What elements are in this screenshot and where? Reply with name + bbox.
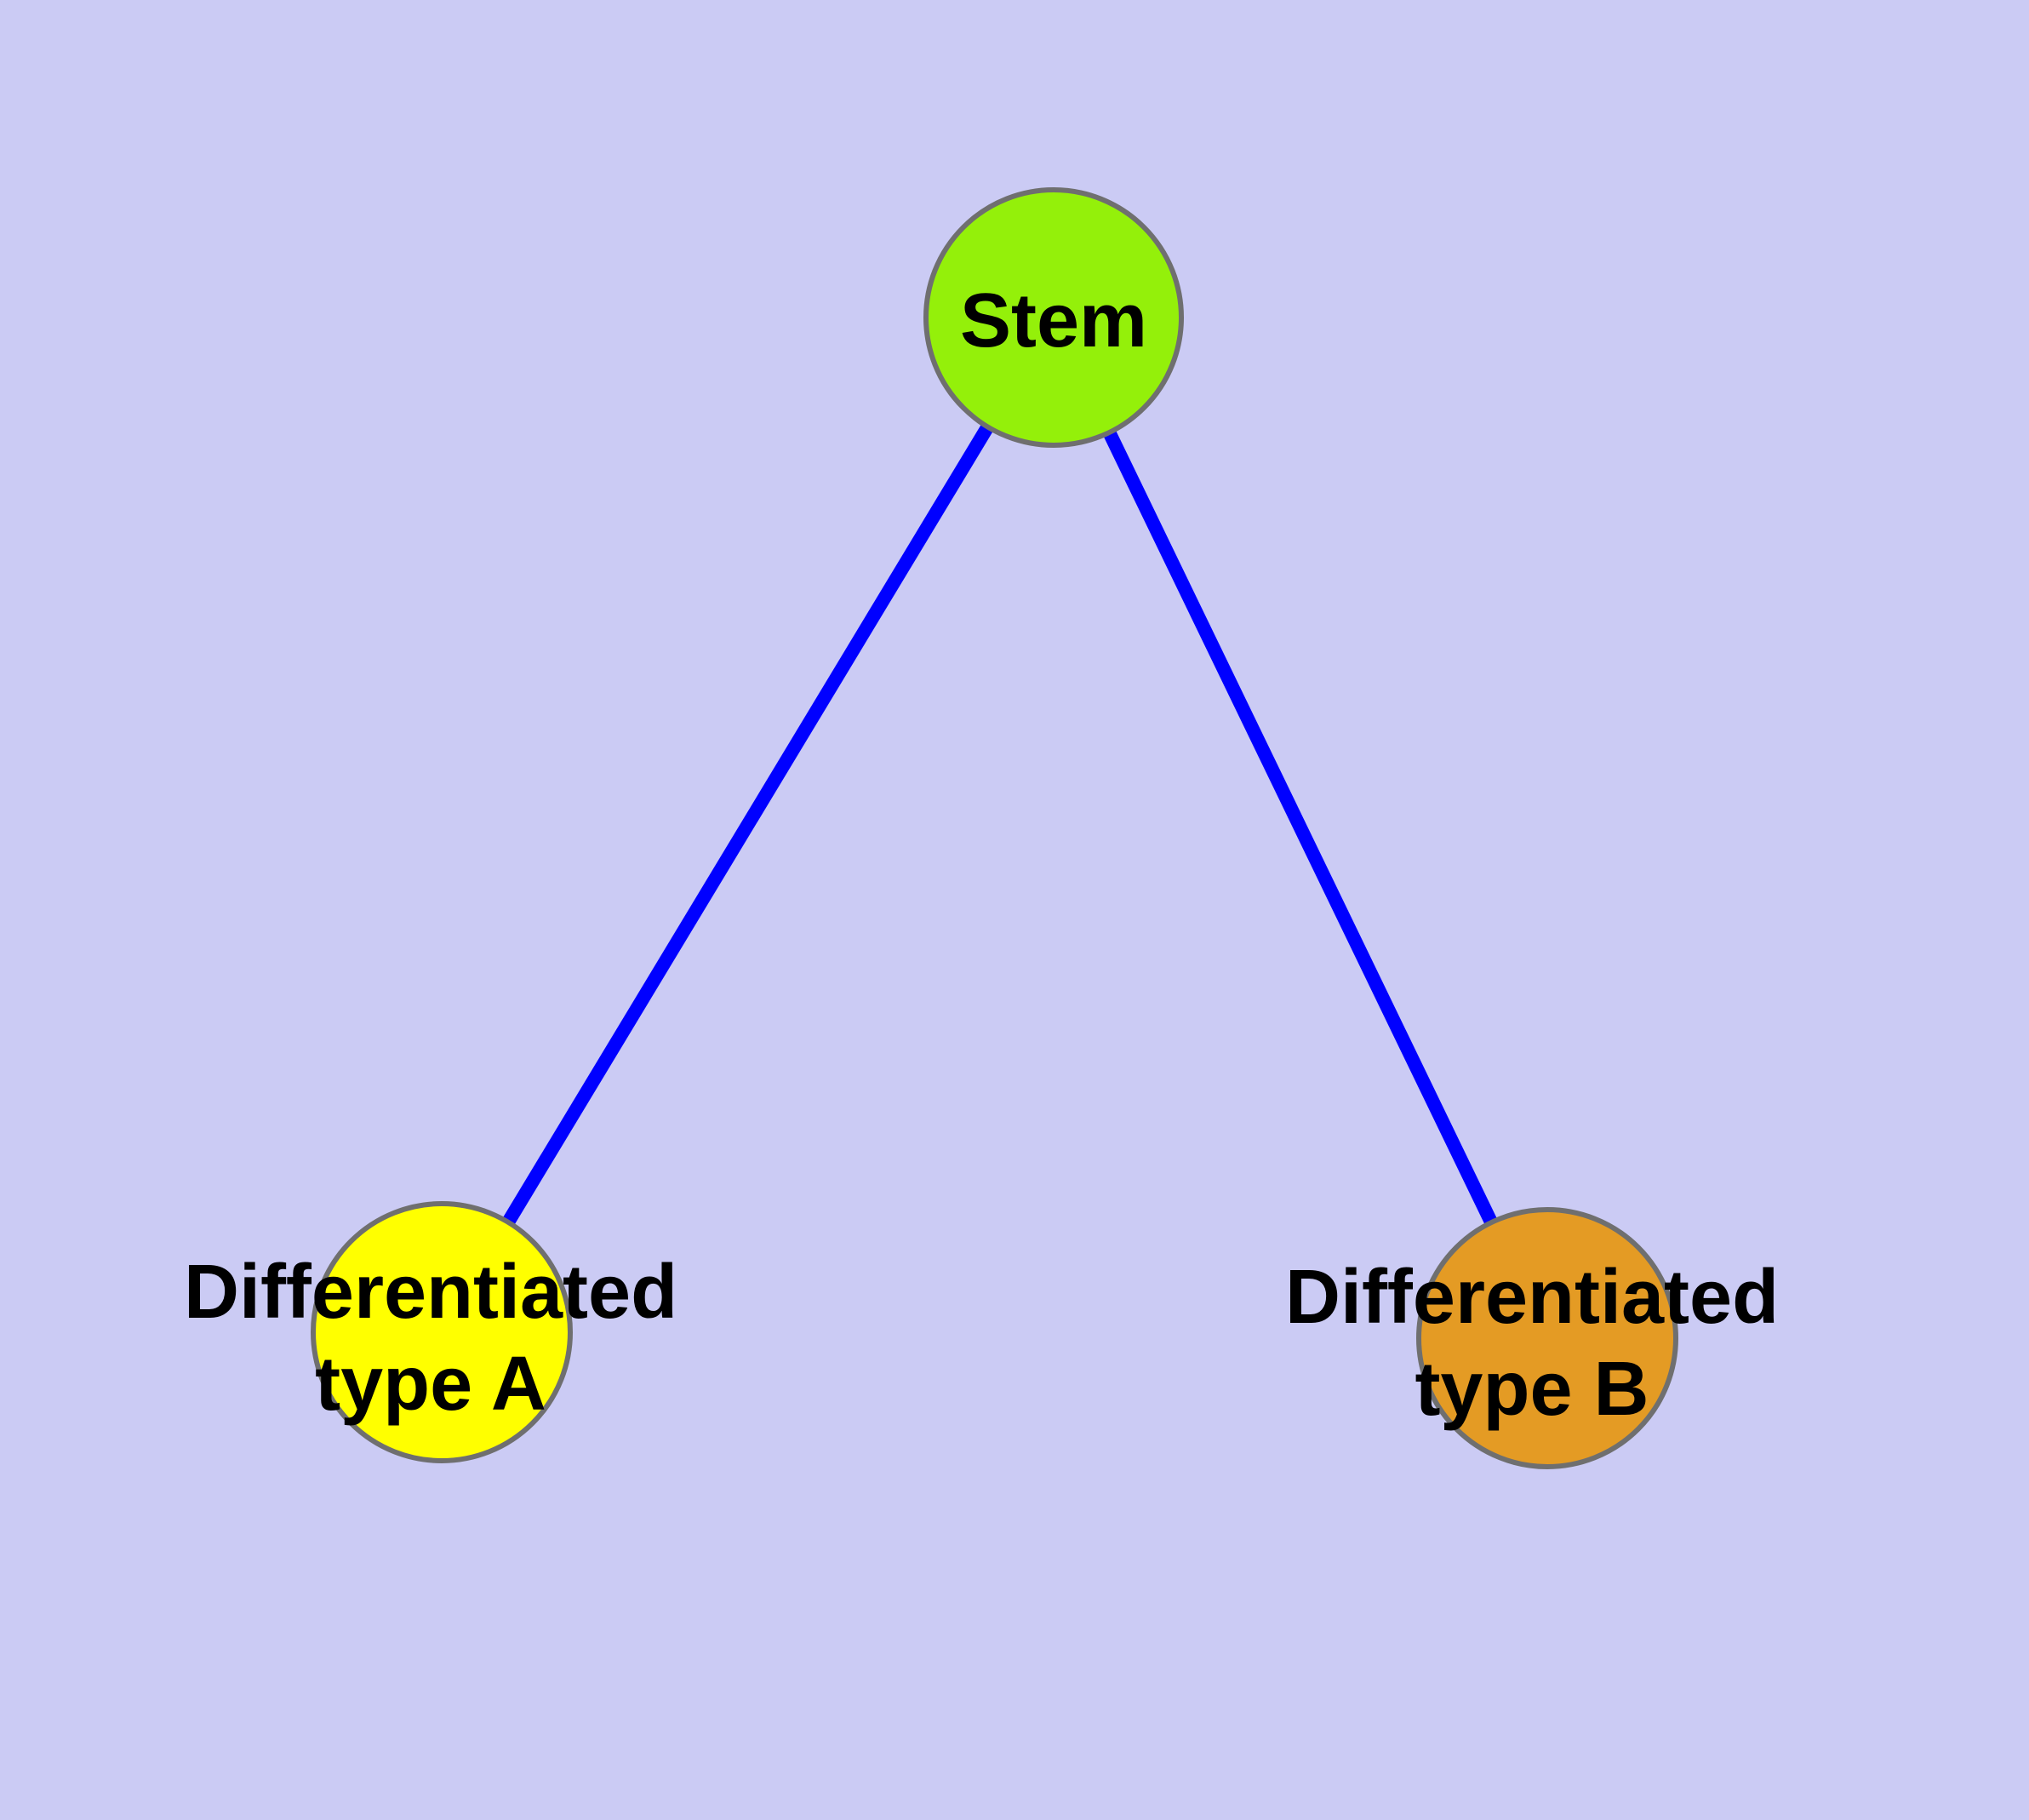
edge-stem-typeA	[436, 313, 1060, 1336]
edge-stem-typeB	[1047, 314, 1554, 1342]
node-typeA-circle	[311, 1201, 573, 1463]
node-stem-circle	[923, 187, 1184, 448]
node-typeB-circle	[1416, 1207, 1678, 1469]
node-stem-label: Stem	[959, 278, 1148, 363]
node-typeA-label: Differentiated type A	[183, 1250, 678, 1427]
node-typeB-label: Differentiated type B	[1284, 1255, 1780, 1432]
